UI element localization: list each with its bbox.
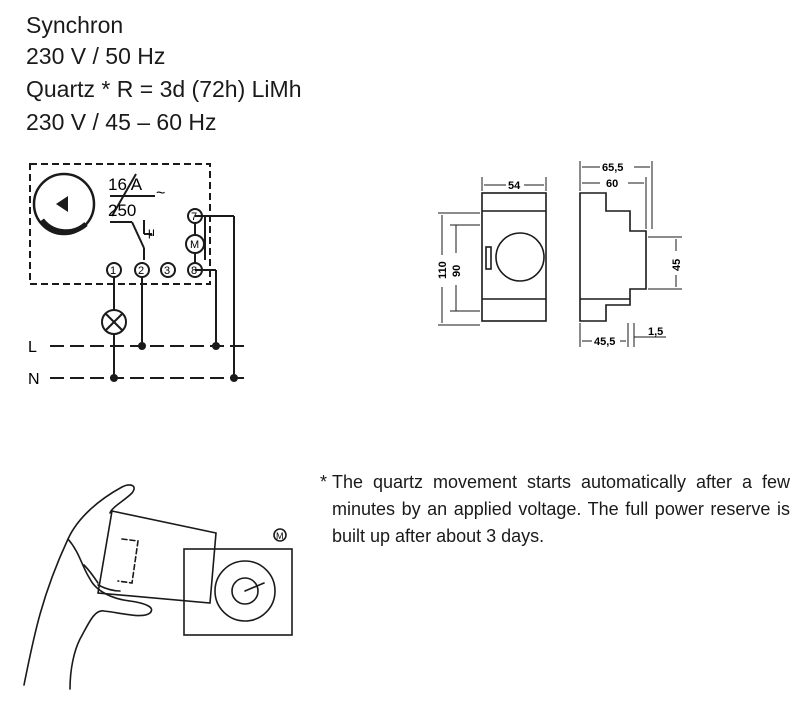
spec-line-quartz: Quartz * R = 3d (72h) LiMh xyxy=(26,76,302,102)
dim-60: 60 xyxy=(606,178,618,190)
hand-outline xyxy=(23,484,135,686)
contact-symbol: μ xyxy=(148,225,155,239)
wiring-diagram: 16 A 250 ~ μ 1 2 3 8 7 M L N xyxy=(28,163,250,388)
spec-line-synchron: Synchron xyxy=(26,12,124,38)
terminal-label-1: 1 xyxy=(110,265,116,277)
housing-outline xyxy=(29,163,211,285)
rating-top: 16 A xyxy=(108,175,143,194)
device-base xyxy=(183,548,293,636)
motor-icon xyxy=(273,528,287,542)
quartz-note: * The quartz movement starts automatical… xyxy=(320,469,790,550)
terminal-label-2: 2 xyxy=(138,265,144,277)
motor-label: M xyxy=(190,239,199,251)
motor-icon-label: M xyxy=(276,531,284,541)
dimension-drawing: 54 110 90 65,5 60 45 45,5 1,5 xyxy=(437,161,683,348)
device-dial xyxy=(214,560,276,622)
terminal-label-7: 7 xyxy=(191,211,197,223)
note-asterisk: * xyxy=(320,472,328,492)
note-text: The quartz movement starts automatically… xyxy=(332,472,790,546)
terminal-3 xyxy=(160,262,176,278)
spec-line-voltage-range: 230 V / 45 – 60 Hz xyxy=(26,109,217,135)
front-view-dial xyxy=(495,232,545,282)
terminal-label-8: 8 xyxy=(191,265,197,277)
rating-bottom: 250 xyxy=(108,201,136,220)
dial-pointer xyxy=(56,196,68,212)
dim-1-5: 1,5 xyxy=(648,326,663,338)
ac-symbol: ~ xyxy=(156,185,165,202)
front-view-body xyxy=(481,192,547,322)
side-view-body xyxy=(579,192,647,322)
dim-45: 45 xyxy=(671,259,683,271)
line-l-label: L xyxy=(28,339,37,356)
spec-line-voltage: 230 V / 50 Hz xyxy=(26,43,166,69)
line-n-label: N xyxy=(28,371,40,388)
dim-45-5: 45,5 xyxy=(594,336,615,348)
dim-54: 54 xyxy=(508,180,521,192)
hand-illustration: M xyxy=(23,484,293,690)
dim-90: 90 xyxy=(451,265,463,277)
module-cover xyxy=(97,510,217,604)
terminal-label-3: 3 xyxy=(164,265,170,277)
dim-65-5: 65,5 xyxy=(602,162,623,174)
dim-110: 110 xyxy=(437,261,449,279)
